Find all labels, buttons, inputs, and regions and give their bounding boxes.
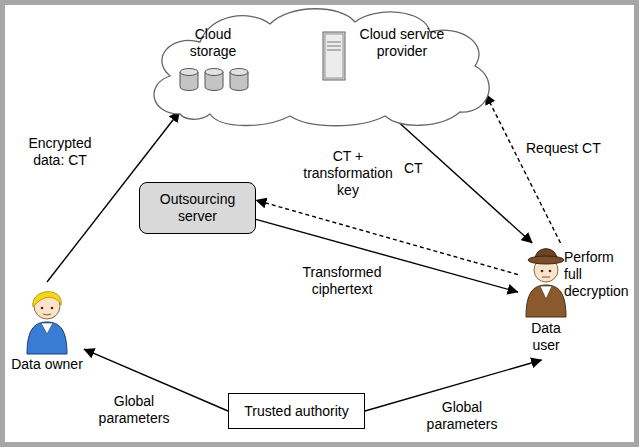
- box-label: Outsourcing server: [148, 191, 247, 225]
- process-box: Trusted authority: [228, 393, 365, 429]
- cloud-storage-label: Cloud storage: [180, 26, 246, 60]
- actor-label: Data owner: [10, 356, 84, 373]
- connector-arrow: [399, 123, 532, 243]
- edge-label: CT: [402, 160, 430, 177]
- edge-label: CT + transformation key: [296, 148, 400, 198]
- server-icon: [320, 30, 348, 84]
- cloud-provider-label: Cloud service provider: [352, 26, 452, 60]
- edge-label: Request CT: [524, 140, 618, 157]
- actor-label: Data user: [518, 320, 574, 354]
- cloud-outline: [140, 4, 500, 129]
- action-note: Perform full decryption: [564, 249, 634, 299]
- data-user-figure: [521, 243, 571, 317]
- box-label: Trusted authority: [244, 403, 349, 420]
- data-owner-figure: [22, 282, 72, 354]
- edge-label: Global parameters: [92, 393, 176, 427]
- dashed-connector: [486, 94, 561, 243]
- disk-icons: [178, 67, 252, 93]
- cloud-region: Cloud storage Cloud service provider: [140, 4, 500, 129]
- cloud-shape: [154, 9, 489, 126]
- process-box: Outsourcing server: [139, 182, 256, 234]
- edge-label: Encrypted data: CT: [18, 135, 102, 169]
- edge-label: Global parameters: [420, 399, 504, 433]
- edge-label: Transformed ciphertext: [292, 264, 392, 298]
